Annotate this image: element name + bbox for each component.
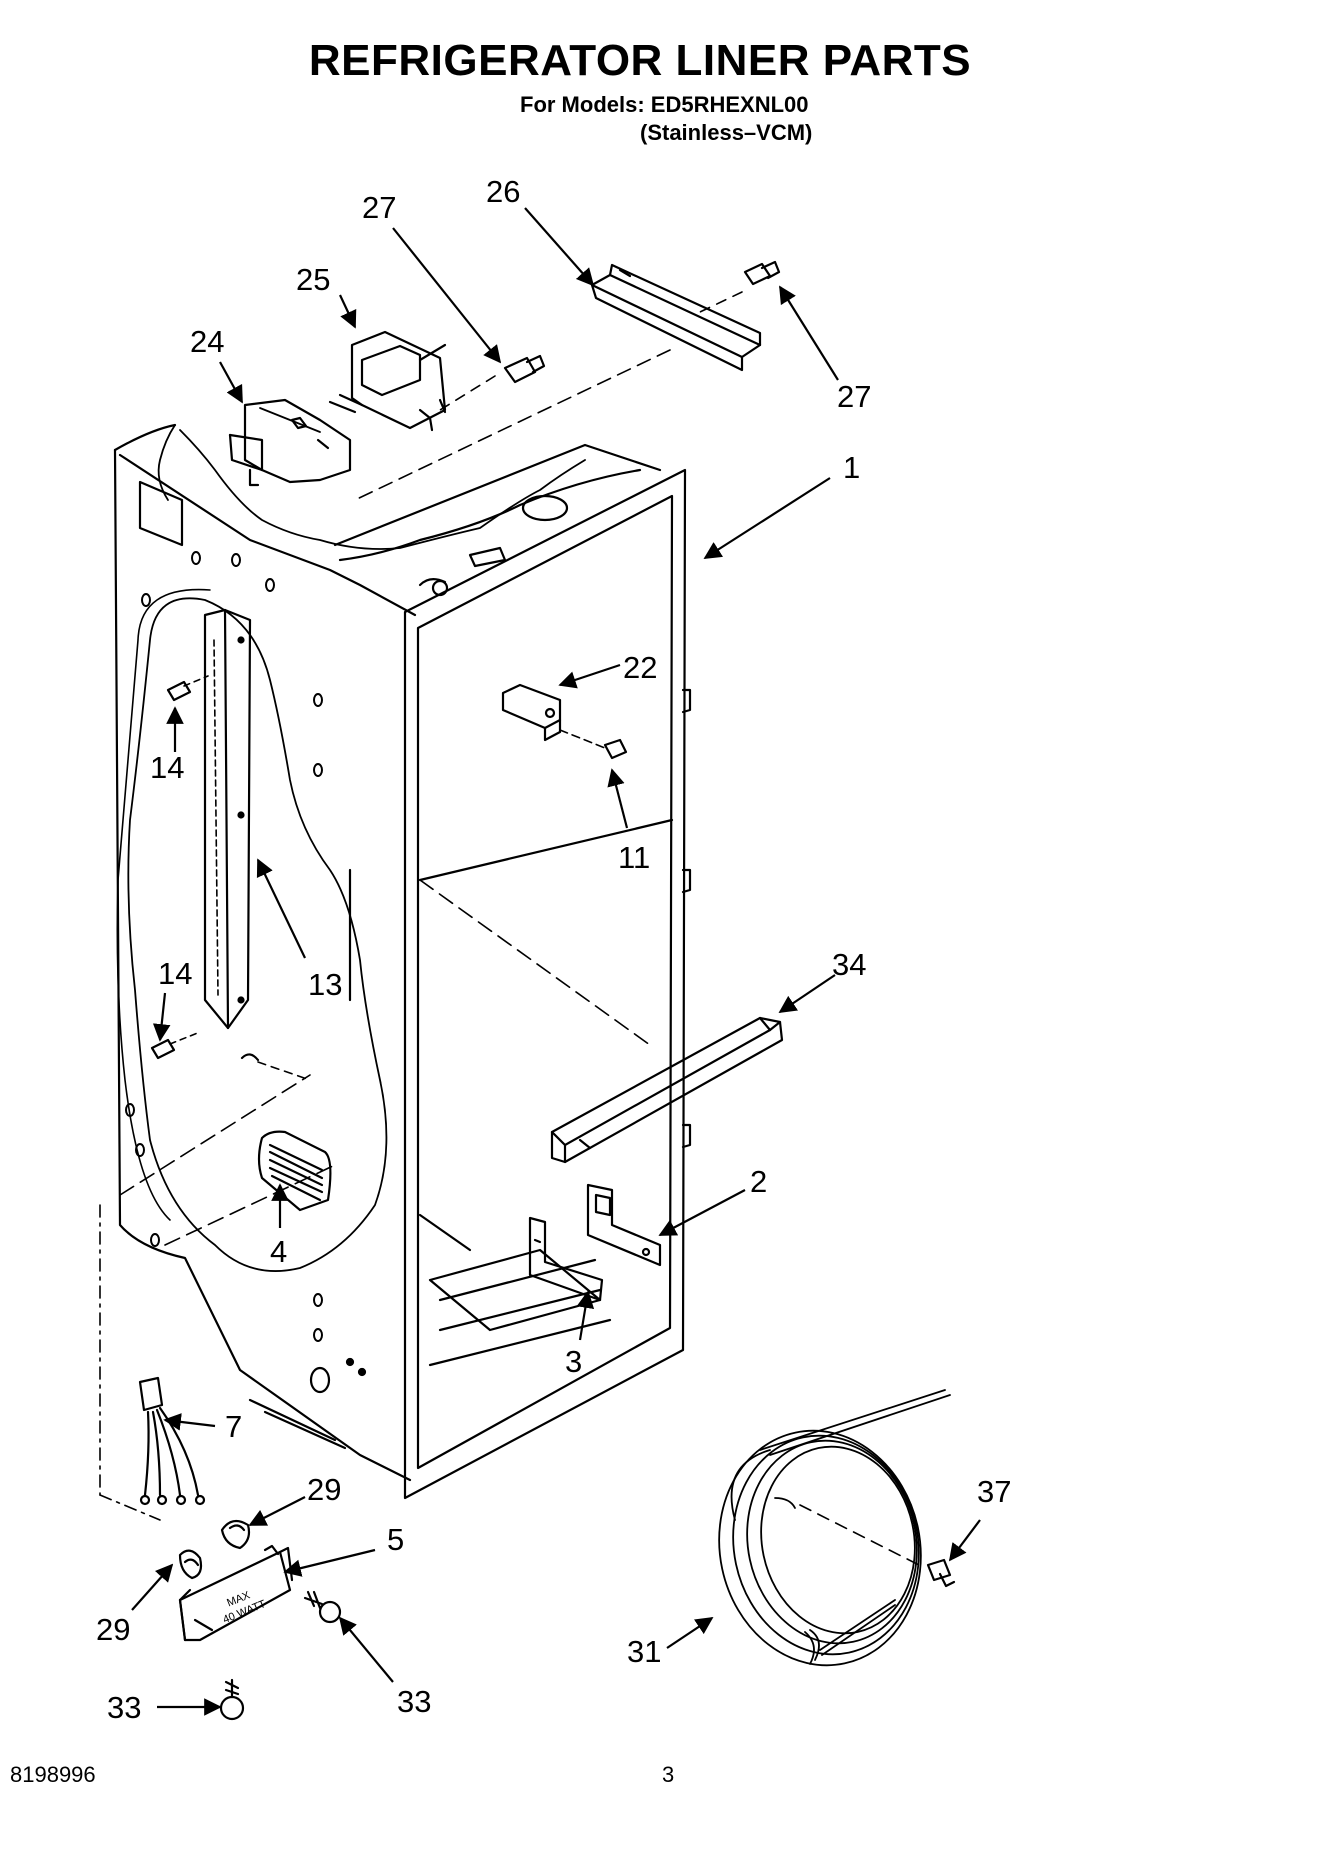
screw-27-left — [503, 354, 546, 384]
callout-13: 13 — [308, 967, 342, 1002]
screw-14-upper — [166, 675, 209, 702]
model-number-line: For Models: ED5RHEXNL00 — [520, 92, 809, 117]
callout-29-upper: 29 — [307, 1472, 341, 1507]
callout-33-right: 33 — [397, 1684, 431, 1719]
callout-26: 26 — [486, 174, 520, 209]
callout-4: 4 — [270, 1234, 287, 1269]
bracket-2 — [586, 1183, 662, 1267]
bracket-3 — [528, 1216, 604, 1302]
callout-2: 2 — [750, 1164, 767, 1199]
screw-37 — [926, 1558, 956, 1588]
wire-clip-29-upper — [220, 1519, 251, 1550]
cover-34 — [550, 1016, 784, 1164]
screw-11 — [559, 729, 628, 760]
screw-14-lower — [150, 1031, 201, 1060]
control-housing-24 — [228, 398, 352, 487]
callout-24: 24 — [190, 324, 224, 359]
refrigerator-liner-body — [113, 423, 692, 1500]
bracket-25 — [328, 330, 447, 432]
screw-27-right — [743, 260, 781, 286]
page-number: 3 — [662, 1762, 675, 1787]
callout-25: 25 — [296, 262, 330, 297]
callout-34: 34 — [832, 947, 866, 982]
side-mounting-holes — [125, 551, 323, 1342]
callout-27-right: 27 — [837, 379, 871, 414]
callout-14-lower: 14 — [158, 956, 192, 991]
light-shield-4 — [257, 1130, 332, 1212]
callout-37: 37 — [977, 1474, 1011, 1509]
callout-5: 5 — [387, 1522, 404, 1557]
light-bulb-33-left — [219, 1678, 245, 1721]
callout-3: 3 — [565, 1344, 582, 1379]
page-title: REFRIGERATOR LINER PARTS — [308, 36, 972, 85]
wire-clip-29-lower — [178, 1549, 203, 1580]
light-bulb-33-right — [303, 1590, 342, 1624]
lamp-housing-5 — [178, 1544, 294, 1642]
wire-harness-7 — [138, 1376, 206, 1506]
model-variant-line: (Stainless–VCM) — [640, 120, 813, 145]
water-tube-coil-31 — [718, 1389, 951, 1667]
document-number: 8198996 — [10, 1762, 96, 1787]
callout-22: 22 — [623, 650, 657, 685]
callout-33-left: 33 — [107, 1690, 141, 1725]
callout-leaders — [131, 207, 981, 1716]
callout-14-upper: 14 — [150, 750, 184, 785]
callout-7: 7 — [225, 1409, 242, 1444]
callout-11: 11 — [618, 840, 650, 875]
callout-31: 31 — [627, 1634, 661, 1669]
callout-27-left: 27 — [362, 190, 396, 225]
shelf-rail-13 — [203, 608, 252, 1030]
trim-strip-26 — [590, 263, 762, 372]
callout-29-lower: 29 — [96, 1612, 130, 1647]
callout-1: 1 — [843, 450, 860, 485]
bracket-22 — [501, 683, 562, 742]
